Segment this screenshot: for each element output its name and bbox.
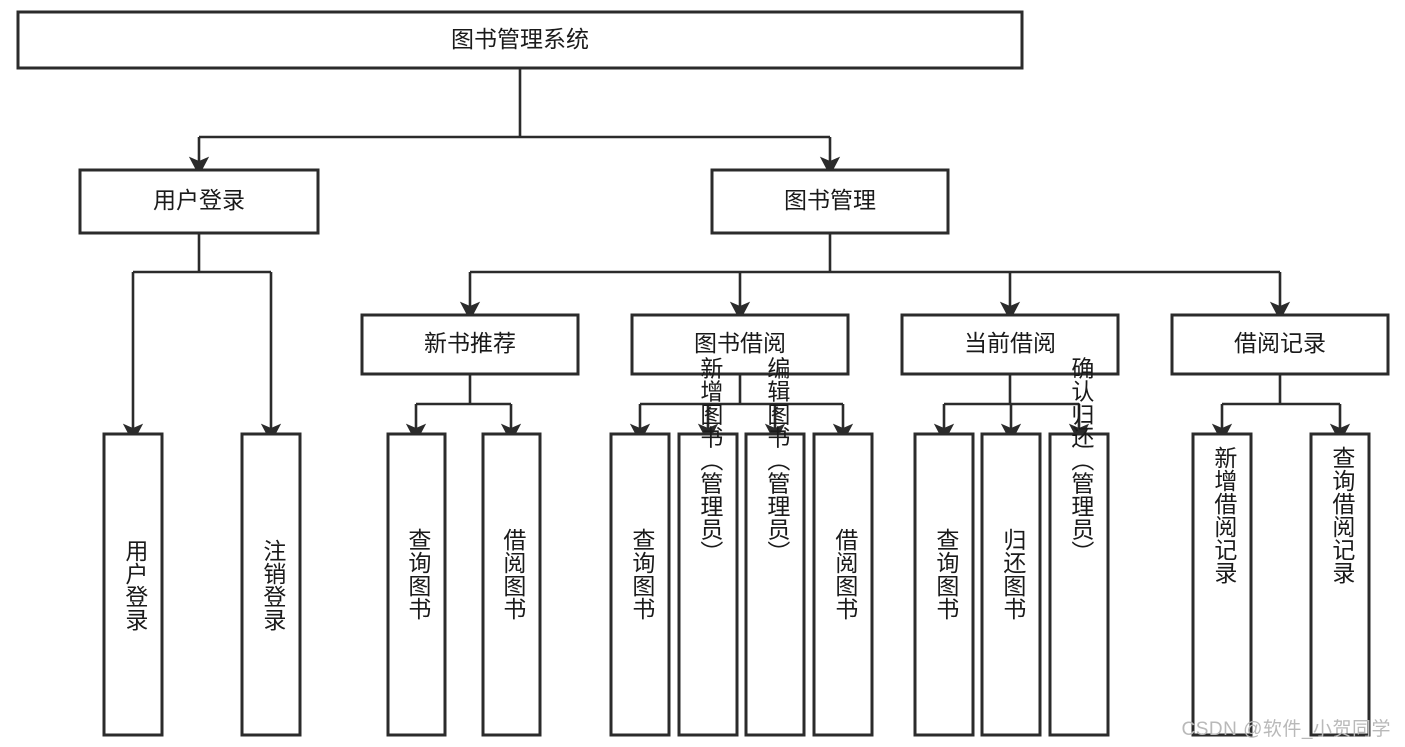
- leaf-borrow-record-2-label: 查询借阅记录: [1329, 446, 1356, 584]
- leaf-book-borrow-4-label: 借阅图书: [832, 528, 859, 620]
- leaf-new-book-2-label: 借阅图书: [500, 528, 527, 620]
- leaf-book-borrow-3-box[interactable]: [744, 432, 806, 737]
- node-borrow-record[interactable]: 借阅记录: [1170, 313, 1390, 376]
- node-new-book-recommend-label: 新书推荐: [424, 330, 516, 356]
- node-user-login[interactable]: 用户登录: [78, 168, 320, 235]
- leaf-book-borrow-2-box[interactable]: [677, 432, 739, 737]
- leaf-book-borrow-3[interactable]: 编辑图书（管理员）: [744, 357, 806, 737]
- node-borrow-record-label: 借阅记录: [1234, 330, 1326, 356]
- leaf-new-book-1-label: 查询图书: [405, 528, 432, 620]
- leaf-user-login-2-box[interactable]: [240, 432, 302, 737]
- leaf-user-login-1[interactable]: 用户登录: [102, 432, 164, 737]
- leaf-current-borrow-2-box[interactable]: [980, 432, 1042, 737]
- leaf-current-borrow-3-box[interactable]: [1048, 432, 1110, 737]
- node-book-management[interactable]: 图书管理: [710, 168, 950, 235]
- leaf-user-login-1-box[interactable]: [102, 432, 164, 737]
- node-book-borrow-label: 图书借阅: [694, 330, 786, 356]
- leaf-borrow-record-1[interactable]: 新增借阅记录: [1191, 432, 1253, 737]
- leaf-book-borrow-4-box[interactable]: [812, 432, 874, 737]
- leaf-book-borrow-2-label: 新增图书（管理员）: [697, 357, 724, 564]
- leaf-book-borrow-3-label: 编辑图书（管理员）: [764, 357, 791, 564]
- node-new-book-recommend-box[interactable]: [360, 313, 580, 376]
- leaf-current-borrow-3[interactable]: 确认归还（管理员）: [1048, 357, 1110, 737]
- node-user-login-label: 用户登录: [153, 187, 245, 213]
- leaf-current-borrow-1-box[interactable]: [913, 432, 975, 737]
- connector-layer: [122, 68, 1351, 443]
- leaf-borrow-record-2[interactable]: 查询借阅记录: [1309, 432, 1371, 737]
- leaf-user-login-2[interactable]: 注销登录: [240, 432, 302, 737]
- leaf-user-login-2-label: 注销登录: [260, 539, 287, 631]
- leaf-borrow-record-1-label: 新增借阅记录: [1211, 446, 1238, 584]
- node-current-borrow-label: 当前借阅: [964, 330, 1056, 356]
- leaf-new-book-2-box[interactable]: [481, 432, 542, 737]
- leaf-new-book-1-box[interactable]: [386, 432, 447, 737]
- leaf-current-borrow-2[interactable]: 归还图书: [980, 432, 1042, 737]
- node-book-borrow-box[interactable]: [630, 313, 850, 376]
- node-borrow-record-box[interactable]: [1170, 313, 1390, 376]
- node-book-management-box[interactable]: [710, 168, 950, 235]
- node-user-login-box[interactable]: [78, 168, 320, 235]
- node-root-book-management-system[interactable]: 图书管理系统: [16, 10, 1024, 70]
- leaf-current-borrow-1-label: 查询图书: [933, 528, 960, 620]
- node-root-label: 图书管理系统: [451, 26, 589, 52]
- leaf-new-book-1[interactable]: 查询图书: [386, 432, 447, 737]
- node-current-borrow[interactable]: 当前借阅: [900, 313, 1120, 376]
- node-book-borrow[interactable]: 图书借阅: [630, 313, 850, 376]
- leaf-current-borrow-3-label: 确认归还（管理员）: [1068, 357, 1095, 564]
- node-current-borrow-box[interactable]: [900, 313, 1120, 376]
- leaf-user-login-1-label: 用户登录: [122, 539, 149, 631]
- leaf-new-book-2[interactable]: 借阅图书: [481, 432, 542, 737]
- node-new-book-recommend[interactable]: 新书推荐: [360, 313, 580, 376]
- leaf-current-borrow-2-label: 归还图书: [1000, 528, 1027, 620]
- leaf-book-borrow-2[interactable]: 新增图书（管理员）: [677, 357, 739, 737]
- leaf-current-borrow-1[interactable]: 查询图书: [913, 432, 975, 737]
- leaf-book-borrow-1[interactable]: 查询图书: [609, 432, 671, 737]
- leaf-book-borrow-1-box[interactable]: [609, 432, 671, 737]
- node-book-management-label: 图书管理: [784, 187, 876, 213]
- node-root-box[interactable]: [16, 10, 1024, 70]
- leaf-borrow-record-2-box[interactable]: [1309, 432, 1371, 737]
- leaf-borrow-record-1-box[interactable]: [1191, 432, 1253, 737]
- leaf-book-borrow-1-label: 查询图书: [629, 528, 656, 620]
- leaf-book-borrow-4[interactable]: 借阅图书: [812, 432, 874, 737]
